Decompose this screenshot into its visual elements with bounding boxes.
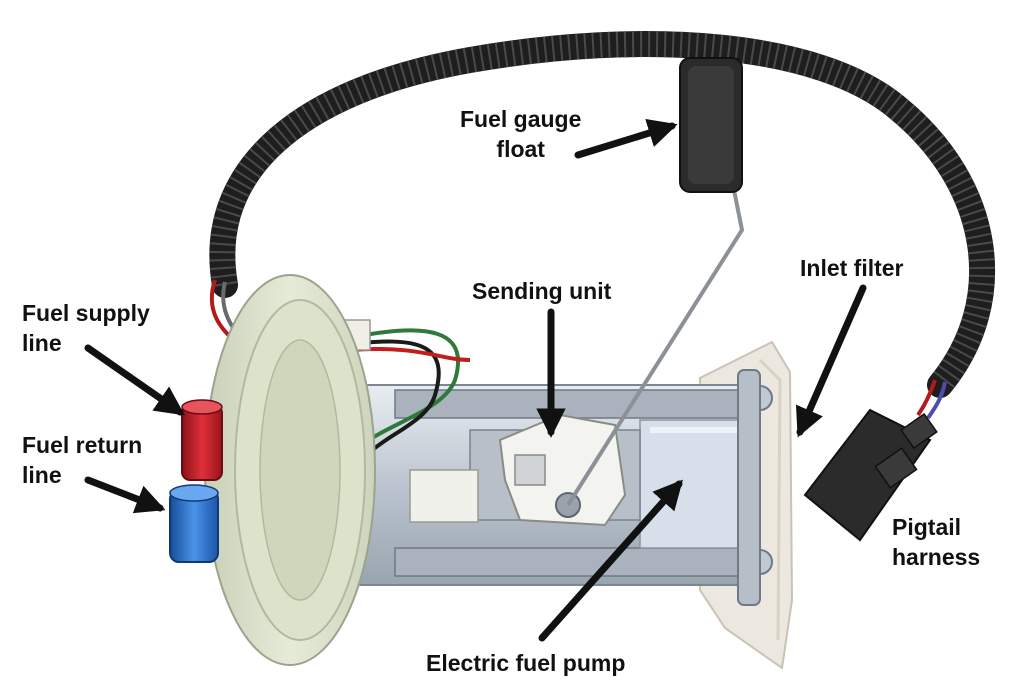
label-line: Pigtail: [892, 514, 962, 540]
label-fuel-return-line: Fuel return line: [22, 430, 142, 490]
fuel-supply-fitting: [181, 399, 223, 481]
mounting-flange: [204, 274, 376, 666]
label-line: Sending unit: [472, 278, 612, 304]
label-line: Inlet filter: [800, 255, 904, 281]
pigtail-connector: [803, 408, 938, 542]
label-line: line: [22, 462, 62, 488]
arrow-icon: [84, 476, 166, 514]
label-line: Fuel return: [22, 432, 143, 458]
label-fuel-supply-line: Fuel supply line: [22, 298, 150, 358]
label-line: Fuel gauge: [460, 106, 582, 132]
label-line: Electric fuel pump: [426, 650, 626, 676]
pump-body: [329, 369, 773, 606]
label-line: harness: [892, 544, 981, 570]
arrow-icon: [84, 344, 185, 416]
fuel-return-fitting: [169, 484, 219, 563]
arrow-icon: [538, 479, 683, 642]
label-inlet-filter: Inlet filter: [800, 253, 904, 283]
label-electric-fuel-pump: Electric fuel pump: [426, 648, 625, 678]
annotation-arrows: [84, 118, 867, 642]
label-pigtail-harness: Pigtail harness: [892, 512, 980, 572]
label-line: Fuel supply: [22, 300, 150, 326]
fuel-gauge-float-part: [679, 57, 743, 193]
label-line: line: [22, 330, 62, 356]
arrow-icon: [574, 118, 678, 159]
label-fuel-gauge-float: Fuel gauge float: [460, 104, 581, 164]
label-line: float: [496, 136, 545, 162]
label-sending-unit: Sending unit: [472, 276, 611, 306]
arrow-icon: [795, 284, 867, 438]
